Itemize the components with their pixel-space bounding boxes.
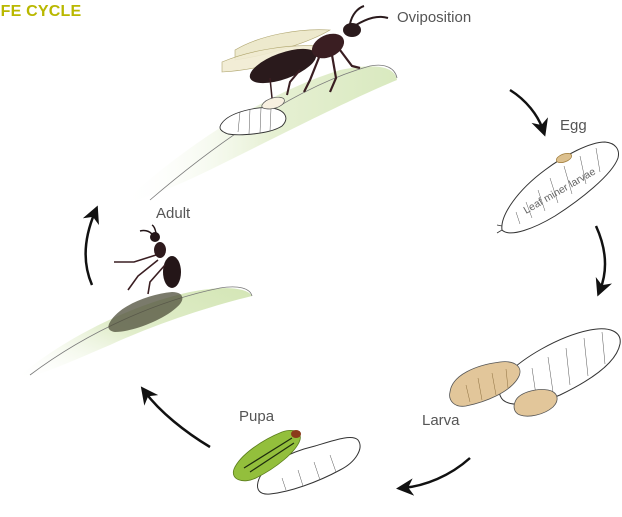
arrow-larva-to-pupa [403,458,470,488]
egg-stage: Leaf miner larvae [497,142,618,233]
adult-leaf [15,287,252,380]
arrow-pupa-to-adult [145,392,210,447]
arrow-egg-to-larva [596,226,605,290]
stage-label-adult: Adult [156,205,190,222]
emerging-adult-wasp-icon [114,225,181,294]
host-larva-in-leaf [220,97,286,135]
stage-label-egg: Egg [560,117,587,134]
stage-label-oviposition: Oviposition [397,9,471,26]
top-leaf [120,65,397,205]
stage-label-pupa: Pupa [239,408,274,425]
stage-label-larva: Larva [422,412,460,429]
pupa-stage [233,430,360,494]
cycle-arrows [86,90,605,488]
arrow-adult-to-oviposition [86,212,95,285]
larva-stage [450,329,621,416]
arrow-oviposition-to-egg [510,90,543,130]
